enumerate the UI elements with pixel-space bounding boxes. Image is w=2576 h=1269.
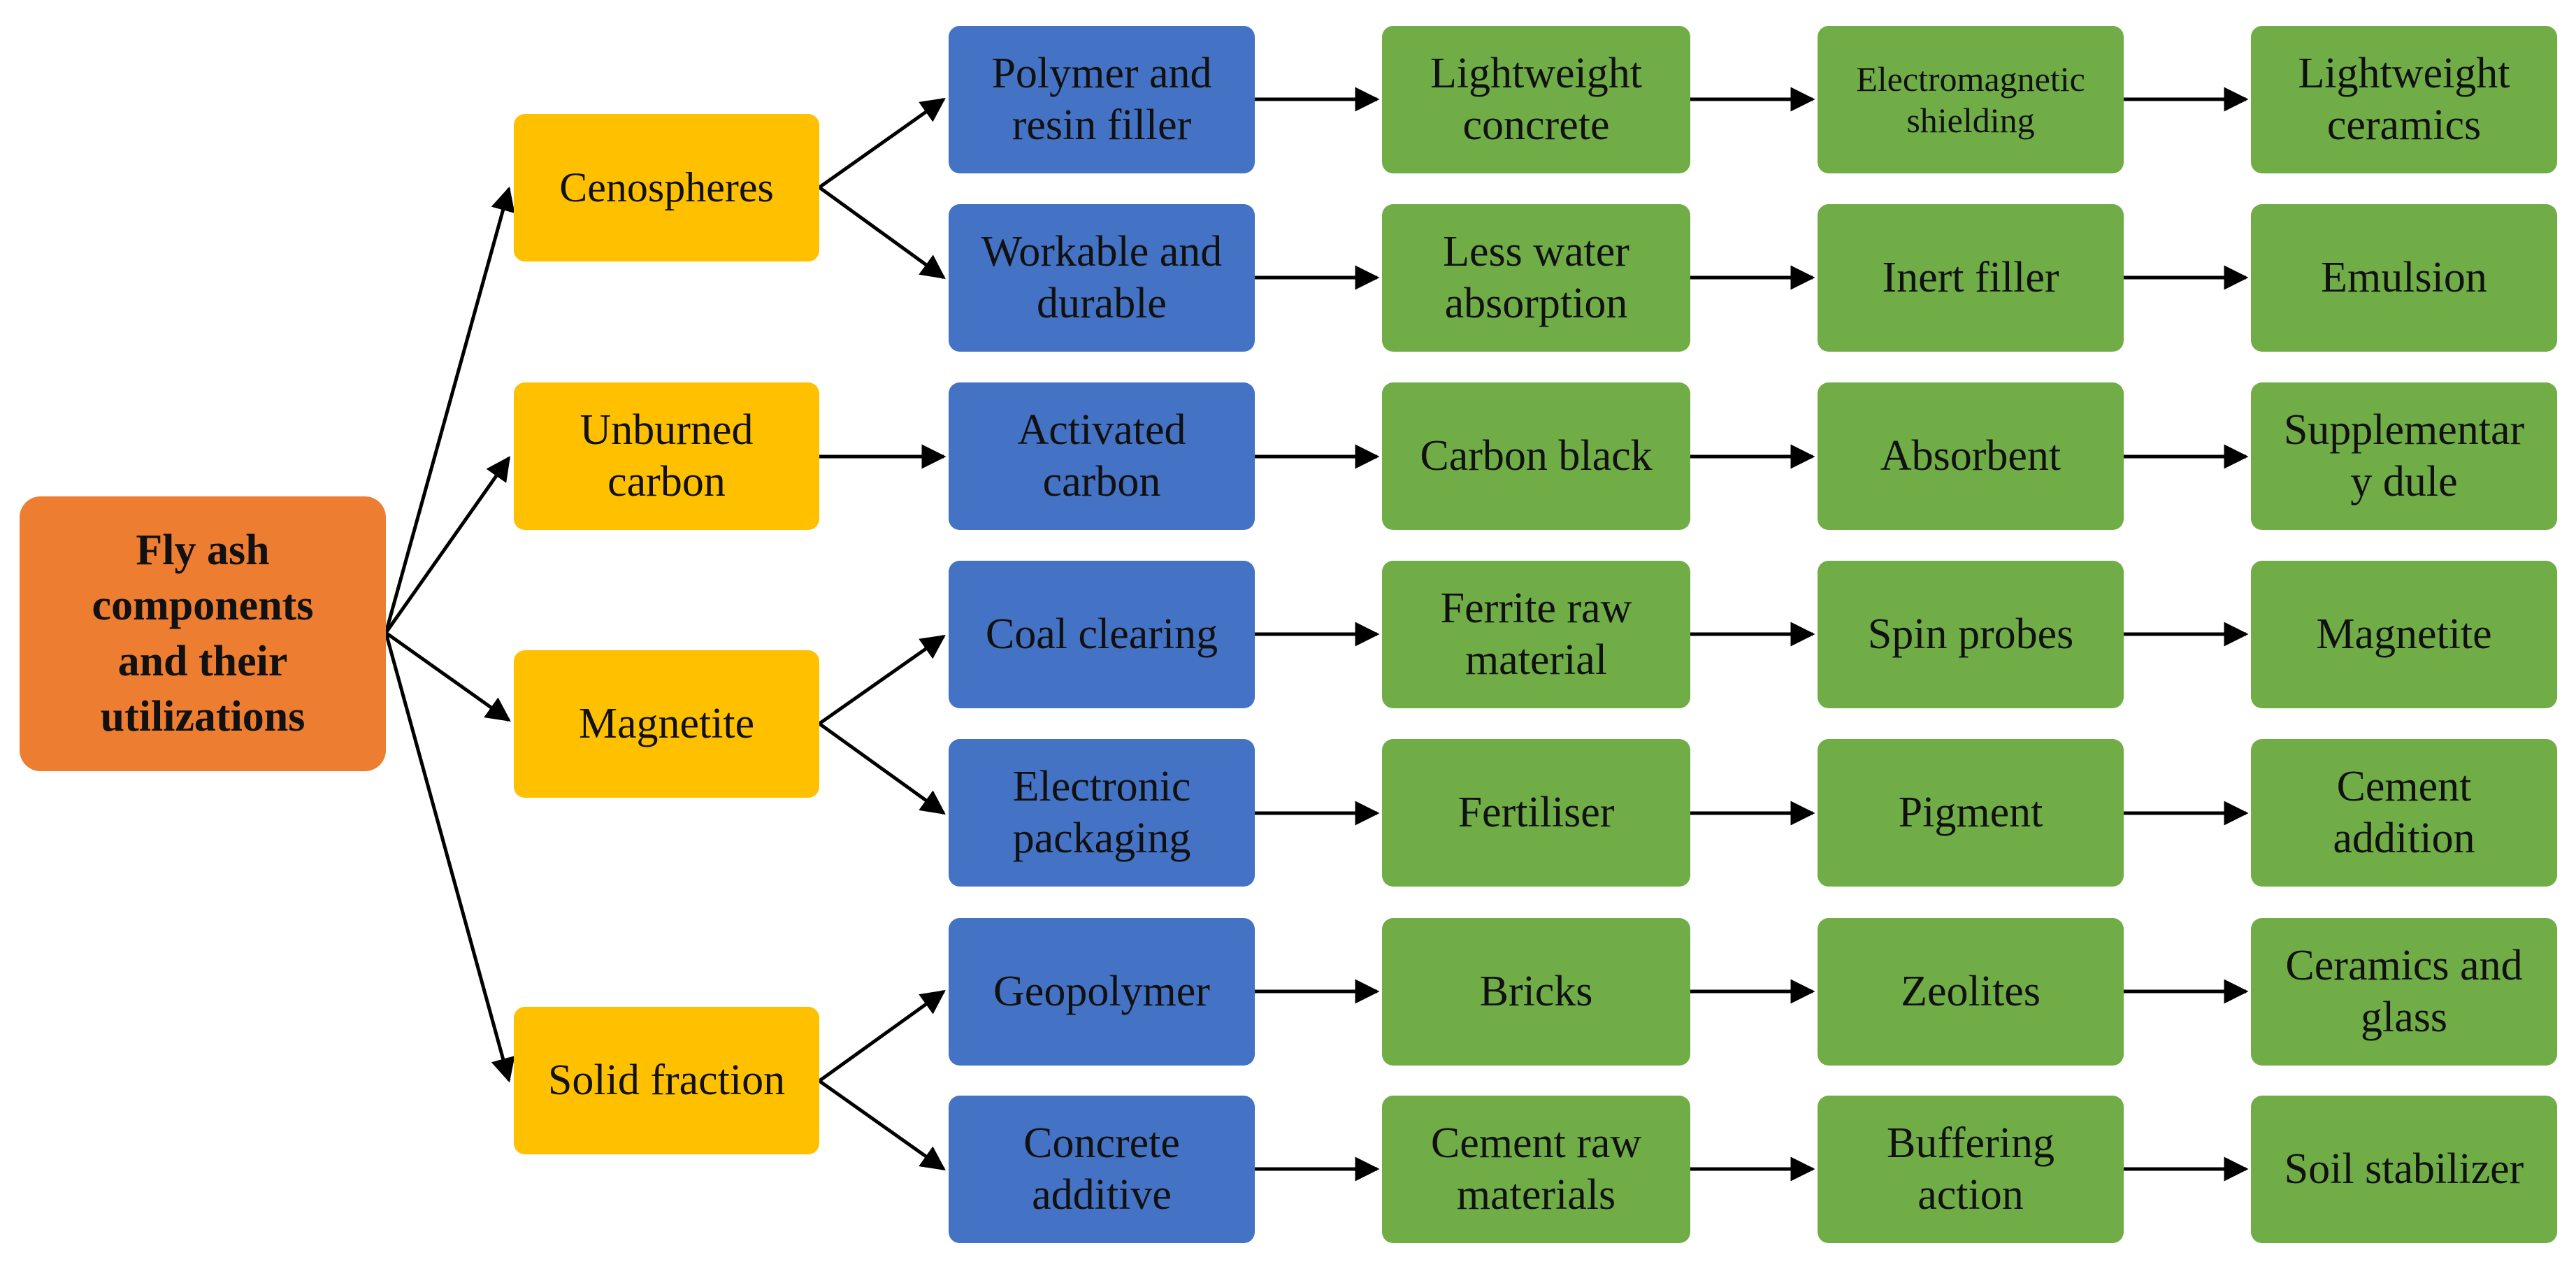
arrow-magnetite-to-row4 xyxy=(818,634,946,726)
use-node-r5-c2: Pigment xyxy=(1818,739,2124,887)
use-node-r5-c3: Cement addition xyxy=(2251,739,2557,887)
process-node-r2: Workable and durable xyxy=(949,204,1255,352)
use-node-r2-c2: Inert filler xyxy=(1818,204,2124,352)
arrow-cenospheres-to-row2 xyxy=(818,185,946,280)
use-node-r3-c3: Supplementar y dule xyxy=(2251,382,2557,530)
process-node-r4: Coal clearing xyxy=(949,561,1255,708)
use-node-r7-c2: Buffering action xyxy=(1818,1096,2124,1243)
component-cenospheres: Cenospheres xyxy=(514,114,819,261)
use-node-r6-c3: Ceramics and glass xyxy=(2251,918,2557,1066)
use-node-r1-c2: Electromagnetic shielding xyxy=(1818,26,2124,173)
use-node-r3-c2: Absorbent xyxy=(1818,382,2124,530)
use-node-r1-c3: Lightweight ceramics xyxy=(2251,26,2557,173)
use-node-r2-c1: Less water absorption xyxy=(1382,204,1690,352)
root-node: Fly ash components and their utilization… xyxy=(20,496,386,771)
use-node-r5-c1: Fertiliser xyxy=(1382,739,1690,887)
use-node-r2-c3: Emulsion xyxy=(2251,204,2557,352)
use-node-r6-c2: Zeolites xyxy=(1818,918,2124,1066)
arrow-magnetite-to-row5 xyxy=(818,722,946,815)
arrow-cenospheres-to-row1 xyxy=(818,97,946,189)
use-node-r4-c3: Magnetite xyxy=(2251,561,2557,708)
arrow-root-to-solid-fraction xyxy=(384,632,515,1083)
use-node-r7-c1: Cement raw materials xyxy=(1382,1096,1690,1243)
component-solid-fraction: Solid fraction xyxy=(514,1007,819,1154)
component-unburned-carbon: Unburned carbon xyxy=(514,382,819,530)
arrow-solid-fraction-to-row6 xyxy=(818,989,946,1083)
use-node-r6-c1: Bricks xyxy=(1382,918,1690,1066)
use-node-r4-c1: Ferrite raw material xyxy=(1382,561,1690,708)
use-node-r1-c1: Lightweight concrete xyxy=(1382,26,1690,173)
process-node-r5: Electronic packaging xyxy=(949,739,1255,887)
arrow-root-to-cenospheres xyxy=(384,186,515,633)
process-node-r7: Concrete additive xyxy=(949,1096,1255,1243)
process-node-r3: Activated carbon xyxy=(949,382,1255,530)
use-node-r3-c1: Carbon black xyxy=(1382,382,1690,530)
process-node-r6: Geopolymer xyxy=(949,918,1255,1066)
use-node-r4-c2: Spin probes xyxy=(1818,561,2124,708)
component-magnetite: Magnetite xyxy=(514,650,819,798)
arrow-root-to-magnetite xyxy=(384,631,511,722)
process-node-r1: Polymer and resin filler xyxy=(949,26,1255,173)
row-arrows xyxy=(1255,87,2249,1182)
arrow-solid-fraction-to-row7 xyxy=(818,1079,946,1171)
use-node-r7-c3: Soil stabilizer xyxy=(2251,1096,2557,1243)
arrow-root-to-unburned-carbon xyxy=(384,456,511,634)
